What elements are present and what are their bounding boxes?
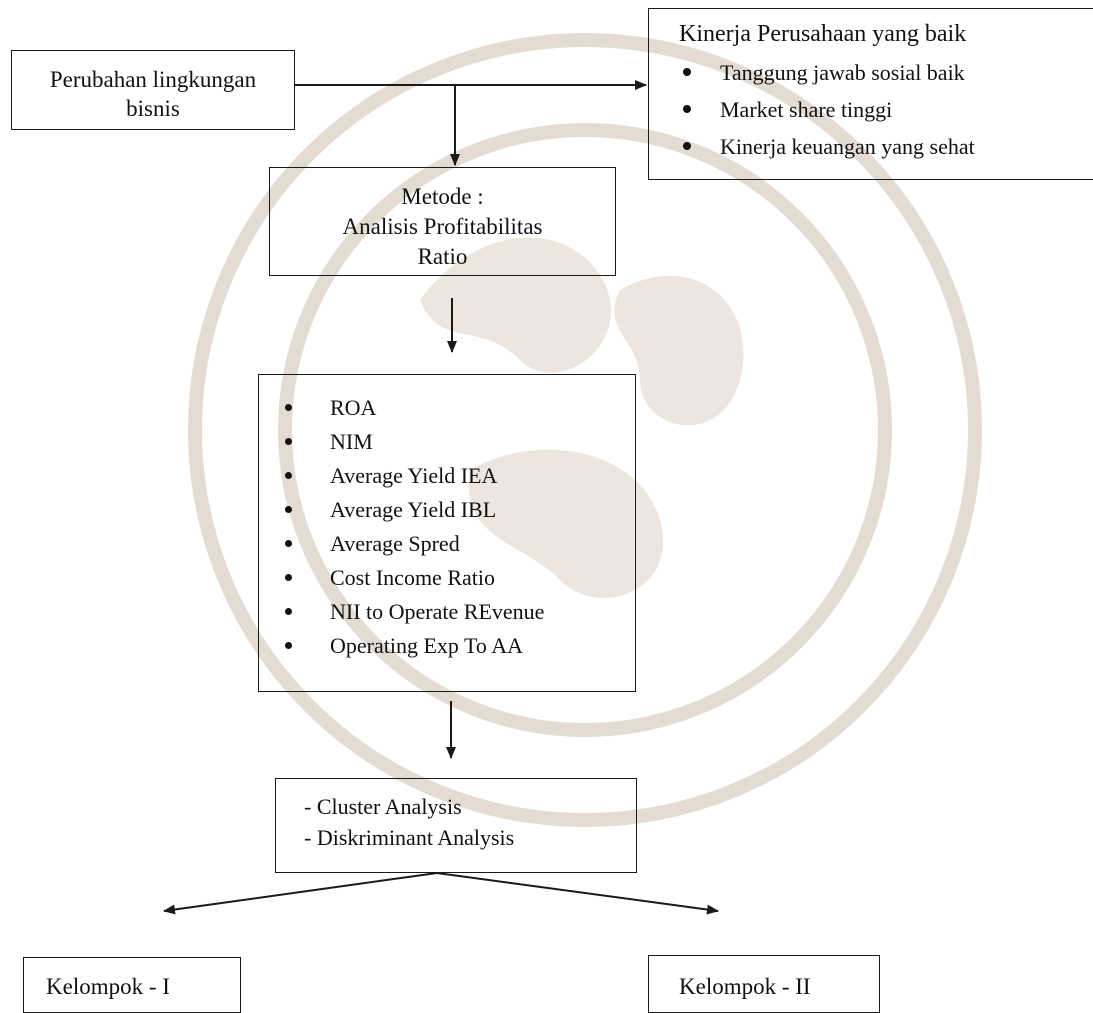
perubahan-lingkungan-box: Perubahan lingkungan bisnis xyxy=(11,50,295,130)
arrow-analisis-to-kelompok2 xyxy=(436,872,719,915)
analisis-line2: - Diskriminant Analysis xyxy=(304,825,515,850)
metode-box: Metode : Analisis Profitabilitas Ratio xyxy=(269,167,616,276)
metode-line2: Analisis Profitabilitas xyxy=(342,214,543,239)
kinerja-item: Market share tinggi xyxy=(679,91,1093,128)
rasio-item: NII to Operate REvenue xyxy=(281,595,635,629)
kelompok-2-label: Kelompok - II xyxy=(679,974,811,999)
kinerja-item: Kinerja keuangan yang sehat xyxy=(679,128,1093,165)
rasio-list-box: ROA NIM Average Yield IEA Average Yield … xyxy=(258,374,636,692)
perubahan-line2: bisnis xyxy=(126,96,180,121)
metode-line1: Metode : xyxy=(401,184,484,209)
rasio-item: Operating Exp To AA xyxy=(281,629,635,663)
metode-line3: Ratio xyxy=(417,244,468,269)
rasio-item: Average Yield IEA xyxy=(281,459,635,493)
rasio-item: Cost Income Ratio xyxy=(281,561,635,595)
analisis-line1: - Cluster Analysis xyxy=(304,794,462,819)
rasio-item: ROA xyxy=(281,391,635,425)
analisis-box: - Cluster Analysis - Diskriminant Analys… xyxy=(275,778,637,873)
kelompok-2-box: Kelompok - II xyxy=(648,955,880,1013)
rasio-list: ROA NIM Average Yield IEA Average Yield … xyxy=(281,391,635,663)
kelompok-1-label: Kelompok - I xyxy=(46,974,170,999)
kinerja-perusahaan-box: Kinerja Perusahaan yang baik Tanggung ja… xyxy=(648,8,1093,180)
rasio-item: Average Spred xyxy=(281,527,635,561)
rasio-item: NIM xyxy=(281,425,635,459)
kinerja-item: Tanggung jawab sosial baik xyxy=(679,54,1093,91)
arrow-analisis-to-kelompok1 xyxy=(163,872,438,915)
kelompok-1-box: Kelompok - I xyxy=(23,957,241,1013)
perubahan-line1: Perubahan lingkungan xyxy=(49,67,257,92)
rasio-item: Average Yield IBL xyxy=(281,493,635,527)
kinerja-title: Kinerja Perusahaan yang baik xyxy=(679,21,967,47)
kinerja-list: Tanggung jawab sosial baik Market share … xyxy=(679,54,1093,165)
